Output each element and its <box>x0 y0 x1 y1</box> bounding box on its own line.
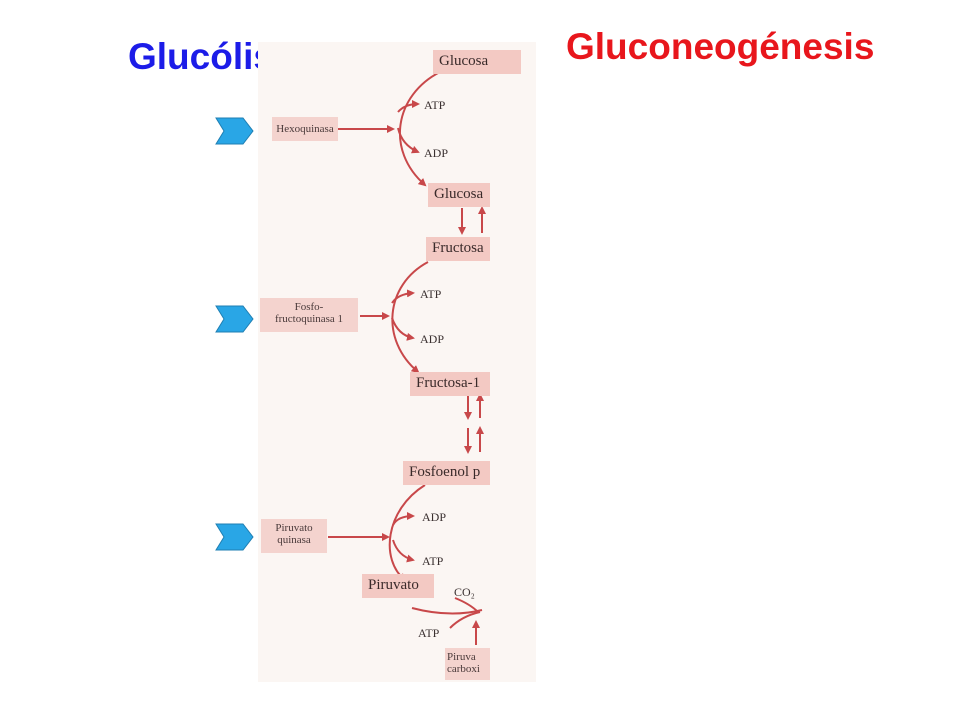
co2-label: CO₂ <box>454 585 475 599</box>
piruvato-carboxilasa-enzyme: Piruva carboxi <box>445 648 490 680</box>
hexoquinasa-enzyme: Hexoquinasa <box>272 117 338 141</box>
atp-label-2: ATP <box>420 287 442 301</box>
atp-label-3: ATP <box>422 554 444 568</box>
glucosa-6p-box: Glucosa <box>428 183 490 207</box>
adp-label-3: ADP <box>422 510 447 524</box>
pk-label-line2: quinasa <box>277 534 311 546</box>
fosfofructoquinasa-enzyme: Fosfo- fructoquinasa 1 <box>260 298 358 332</box>
atp-label-1: ATP <box>424 98 446 112</box>
glucosa-box: Glucosa <box>433 50 521 74</box>
piruvato-quinasa-enzyme: Piruvato quinasa <box>261 519 327 553</box>
gluconeogenesis-title: Gluconeogénesis <box>566 26 875 67</box>
fructosa-bisphosphate-box: Fructosa-1 <box>410 372 490 396</box>
pfk-label-line1: Fosfo- <box>294 301 324 313</box>
pfk-label-line2: fructoquinasa 1 <box>274 313 344 325</box>
hexoquinasa-label: Hexoquinasa <box>276 123 334 135</box>
chevron-marker-pfk-icon <box>215 305 254 333</box>
pc-label-line2: carboxi <box>447 663 480 675</box>
chevron-marker-piruvato-quinasa-icon <box>215 523 254 551</box>
pk-label-line1: Piruvato <box>275 522 313 534</box>
adp-label-1: ADP <box>424 146 449 160</box>
adp-label-2: ADP <box>420 332 445 346</box>
piruvato-box: Piruvato <box>362 574 434 598</box>
chevron-marker-hexoquinasa-icon <box>215 117 254 145</box>
atp-label-4: ATP <box>418 626 440 640</box>
fosfoenolpiruvato-box: Fosfoenol p <box>403 461 490 485</box>
pc-label-line1: Piruva <box>447 651 476 663</box>
fructosa-6p-box: Fructosa <box>426 237 490 261</box>
